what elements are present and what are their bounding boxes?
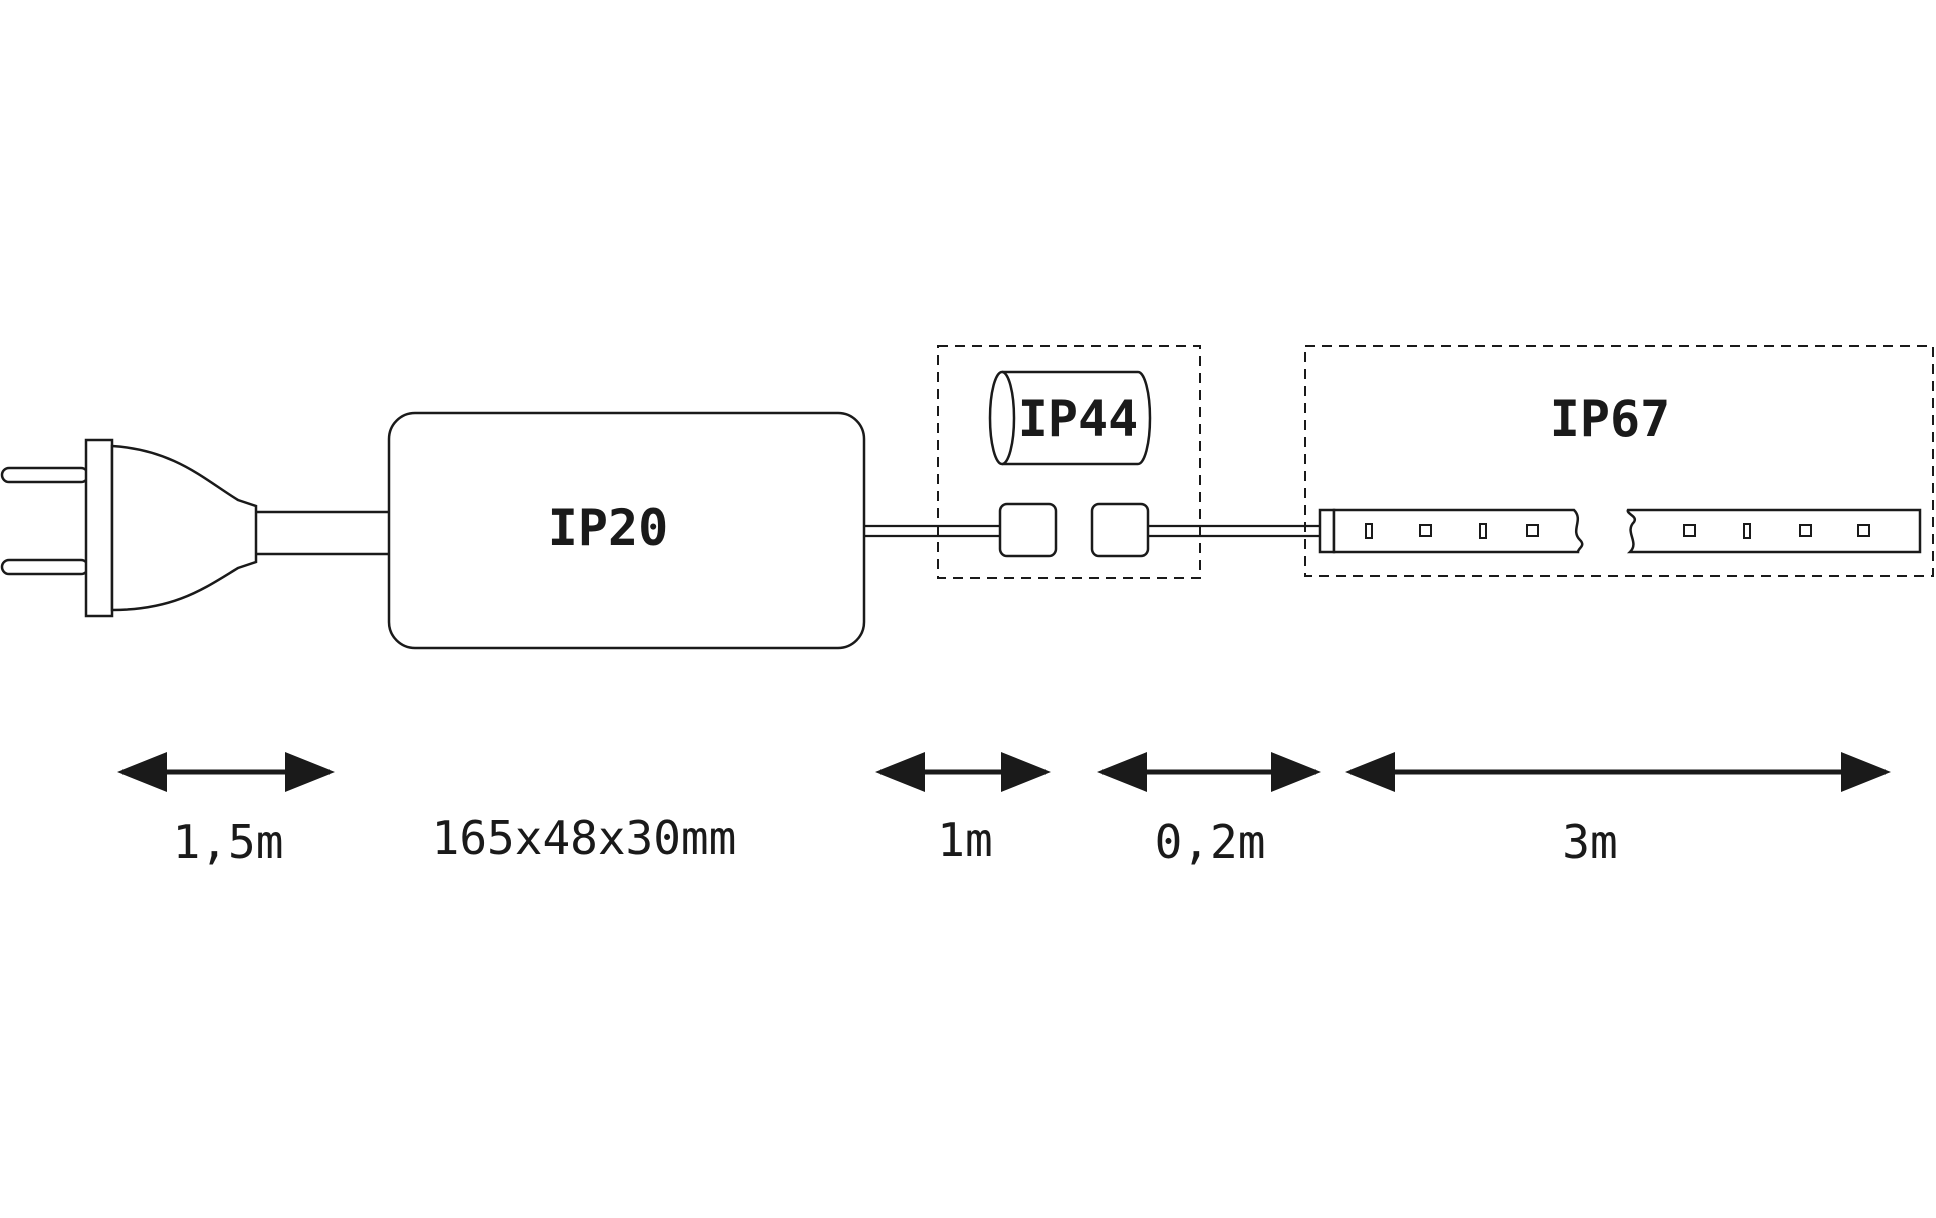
led-strip-segment-1: [1332, 508, 1584, 554]
power-plug: [0, 438, 390, 618]
supply-cable-length-label: 1m: [937, 813, 992, 867]
power-supply-size-label: 165x48x30mm: [432, 811, 737, 865]
led-chip: [1743, 523, 1751, 539]
connector-output-cable: [1148, 524, 1320, 538]
plug-pin-bottom: [0, 558, 90, 576]
connector-zone-boundary: [937, 345, 1201, 579]
supply-output-cable: [864, 524, 1000, 538]
led-chip: [1419, 524, 1432, 537]
power-supply: IP20: [387, 411, 866, 650]
connector-plug-left: [998, 502, 1058, 558]
led-chips: [1365, 523, 1870, 539]
protection-cylinder-icon: [988, 370, 1152, 466]
strip-length-label: 3m: [1562, 815, 1617, 869]
plug-body: [110, 444, 258, 612]
led-chip: [1799, 524, 1812, 537]
led-strip-segment-2: [1626, 508, 1922, 554]
plug-pin-top: [0, 466, 90, 484]
strip-zone-rating: IP67: [1550, 390, 1670, 448]
strip-zone-boundary: [1304, 345, 1934, 577]
power-supply-box: [387, 411, 866, 650]
connector-zone-rating: IP44: [1018, 390, 1138, 448]
led-chip: [1365, 523, 1373, 539]
led-chip: [1683, 524, 1696, 537]
power-supply-rating: IP20: [548, 499, 668, 557]
connector-zone: IP44: [937, 345, 1201, 579]
plug-cable-length-label: 1,5m: [173, 815, 284, 869]
connector-cable-length-label: 0,2m: [1155, 815, 1266, 869]
led-chip: [1526, 524, 1539, 537]
led-chip: [1479, 523, 1487, 539]
plug-plate: [84, 438, 114, 618]
strip-zone: IP67: [1304, 345, 1934, 577]
led-chip: [1857, 524, 1870, 537]
strip-end-cap: [1318, 508, 1336, 554]
connector-plug-right: [1090, 502, 1150, 558]
